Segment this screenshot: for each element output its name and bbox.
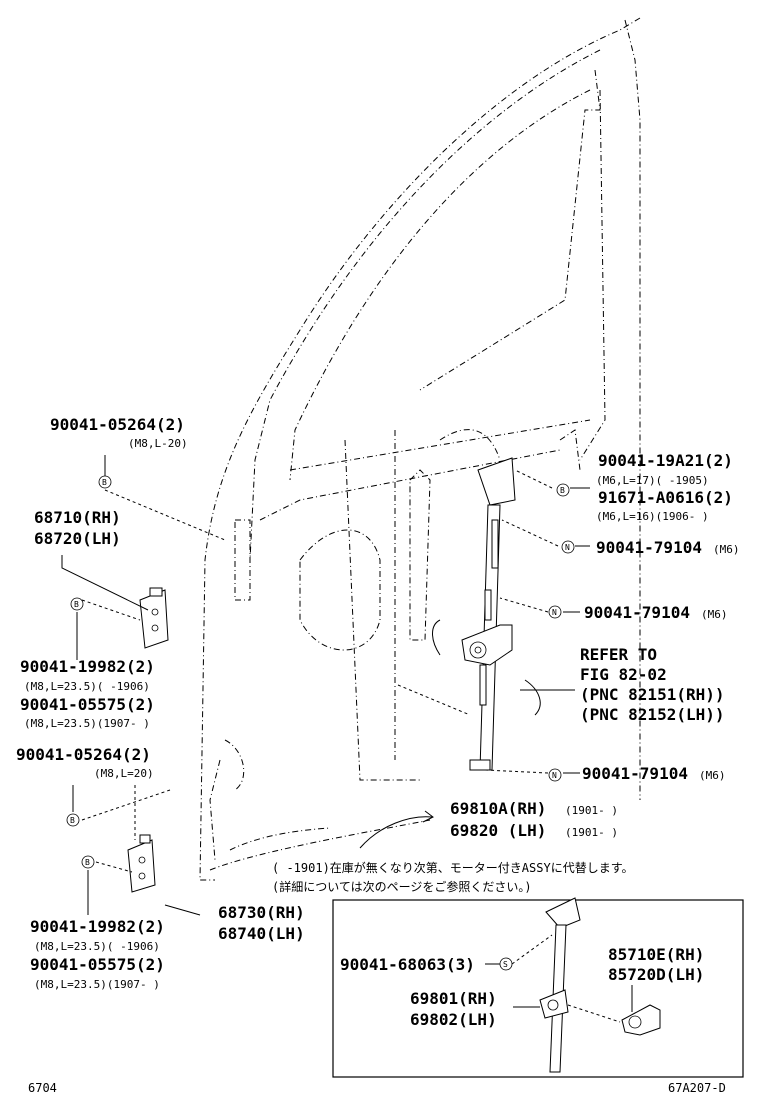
nut-symbol-1: N: [561, 540, 575, 554]
label-bolt-lower-hinge-b: 90041-05575(2): [30, 955, 165, 974]
label-bolt-upper-hinge-b: 90041-05575(2): [20, 695, 155, 714]
label-inset-motor-lh: 85720D(LH): [608, 965, 704, 984]
note-arrow: [359, 810, 434, 849]
label-hinge-upper-lh: 68720(LH): [34, 529, 121, 548]
svg-text:N: N: [565, 543, 570, 552]
spec-bolt-upper-hinge-a: (M8,L=23.5)( -1906): [24, 680, 150, 693]
label-bolt-lower-hinge-top: 90041-05264(2): [16, 745, 151, 764]
spec-bolt-lower-hinge-b: (M8,L=23.5)(1907- ): [34, 978, 160, 991]
label-refer-2: FIG 82-02: [580, 665, 667, 684]
spec-nut-2: (M6): [701, 608, 728, 621]
drawing-code: 67A207-D: [668, 1081, 726, 1095]
label-nut-1: 90041-79104: [596, 538, 702, 557]
svg-text:N: N: [552, 608, 557, 617]
svg-text:B: B: [560, 486, 565, 495]
label-hinge-upper-rh: 68710(RH): [34, 508, 121, 527]
label-refer-4: (PNC 82152(LH)): [580, 705, 725, 724]
label-inset-reg-lh: 69802(LH): [410, 1010, 497, 1029]
spec-bolt-reg-a: (M6,L=17)( -1905): [596, 474, 709, 487]
label-hinge-lower-lh: 68740(LH): [218, 924, 305, 943]
label-inset-reg-rh: 69801(RH): [410, 989, 497, 1008]
nut-symbol-3: N: [548, 768, 562, 782]
screw-symbol-1: S: [499, 957, 513, 971]
window-regulator: [432, 457, 541, 771]
spec-bolt-lower-hinge-a: (M8,L=23.5)( -1906): [34, 940, 160, 953]
label-nut-3: 90041-79104: [582, 764, 688, 783]
svg-text:B: B: [102, 478, 107, 487]
upper-door-hinge: [139, 587, 169, 649]
spec-nut-1: (M6): [713, 543, 740, 556]
label-regulator-lh: 69820 (LH): [450, 821, 546, 840]
spec-bolt-lower-hinge-top: (M8,L=20): [94, 767, 154, 780]
figure-number: 6704: [28, 1081, 57, 1095]
inset-box: [332, 897, 744, 1078]
label-hinge-lower-rh: 68730(RH): [218, 903, 305, 922]
svg-text:B: B: [85, 858, 90, 867]
bolt-symbol-2: B: [70, 597, 84, 611]
spec-bolt-reg-b: (M6,L=16)(1906- ): [596, 510, 709, 523]
label-refer-3: (PNC 82151(RH)): [580, 685, 725, 704]
svg-text:S: S: [503, 960, 508, 969]
spec-regulator-lh: (1901- ): [565, 826, 618, 839]
label-refer-1: REFER TO: [580, 645, 657, 664]
label-bolt-reg-b: 91671-A0616(2): [598, 488, 733, 507]
svg-text:B: B: [70, 816, 75, 825]
lower-door-hinge: [127, 834, 156, 893]
spec-bolt-upper-hinge-top: (M8,L-20): [128, 437, 188, 450]
bolt-symbol-5: B: [556, 483, 570, 497]
nut-symbol-2: N: [548, 605, 562, 619]
spec-bolt-upper-hinge-b: (M8,L=23.5)(1907- ): [24, 717, 150, 730]
svg-text:N: N: [552, 771, 557, 780]
note-line-2: (詳細については次のページをご参照ください。): [272, 879, 532, 894]
svg-text:B: B: [74, 600, 79, 609]
label-bolt-lower-hinge-a: 90041-19982(2): [30, 917, 165, 936]
label-bolt-reg-a: 90041-19A21(2): [598, 451, 733, 470]
spec-regulator-rh: (1901- ): [565, 804, 618, 817]
label-nut-2: 90041-79104: [584, 603, 690, 622]
label-inset-screw: 90041-68063(3): [340, 955, 475, 974]
spec-nut-3: (M6): [699, 769, 726, 782]
note-line-1: ( -1901)在庫が無くなり次第、モーター付きASSYに代替します。: [272, 860, 634, 875]
door-outline: [199, 17, 641, 881]
leader-lines: [61, 455, 590, 916]
label-bolt-upper-hinge-top: 90041-05264(2): [50, 415, 185, 434]
label-bolt-upper-hinge-a: 90041-19982(2): [20, 657, 155, 676]
bolt-symbol-4: B: [81, 855, 95, 869]
bolt-symbol-1: B: [98, 475, 112, 489]
bolt-symbol-3: B: [66, 813, 80, 827]
label-inset-motor-rh: 85710E(RH): [608, 945, 704, 964]
label-regulator-rh: 69810A(RH): [450, 799, 546, 818]
